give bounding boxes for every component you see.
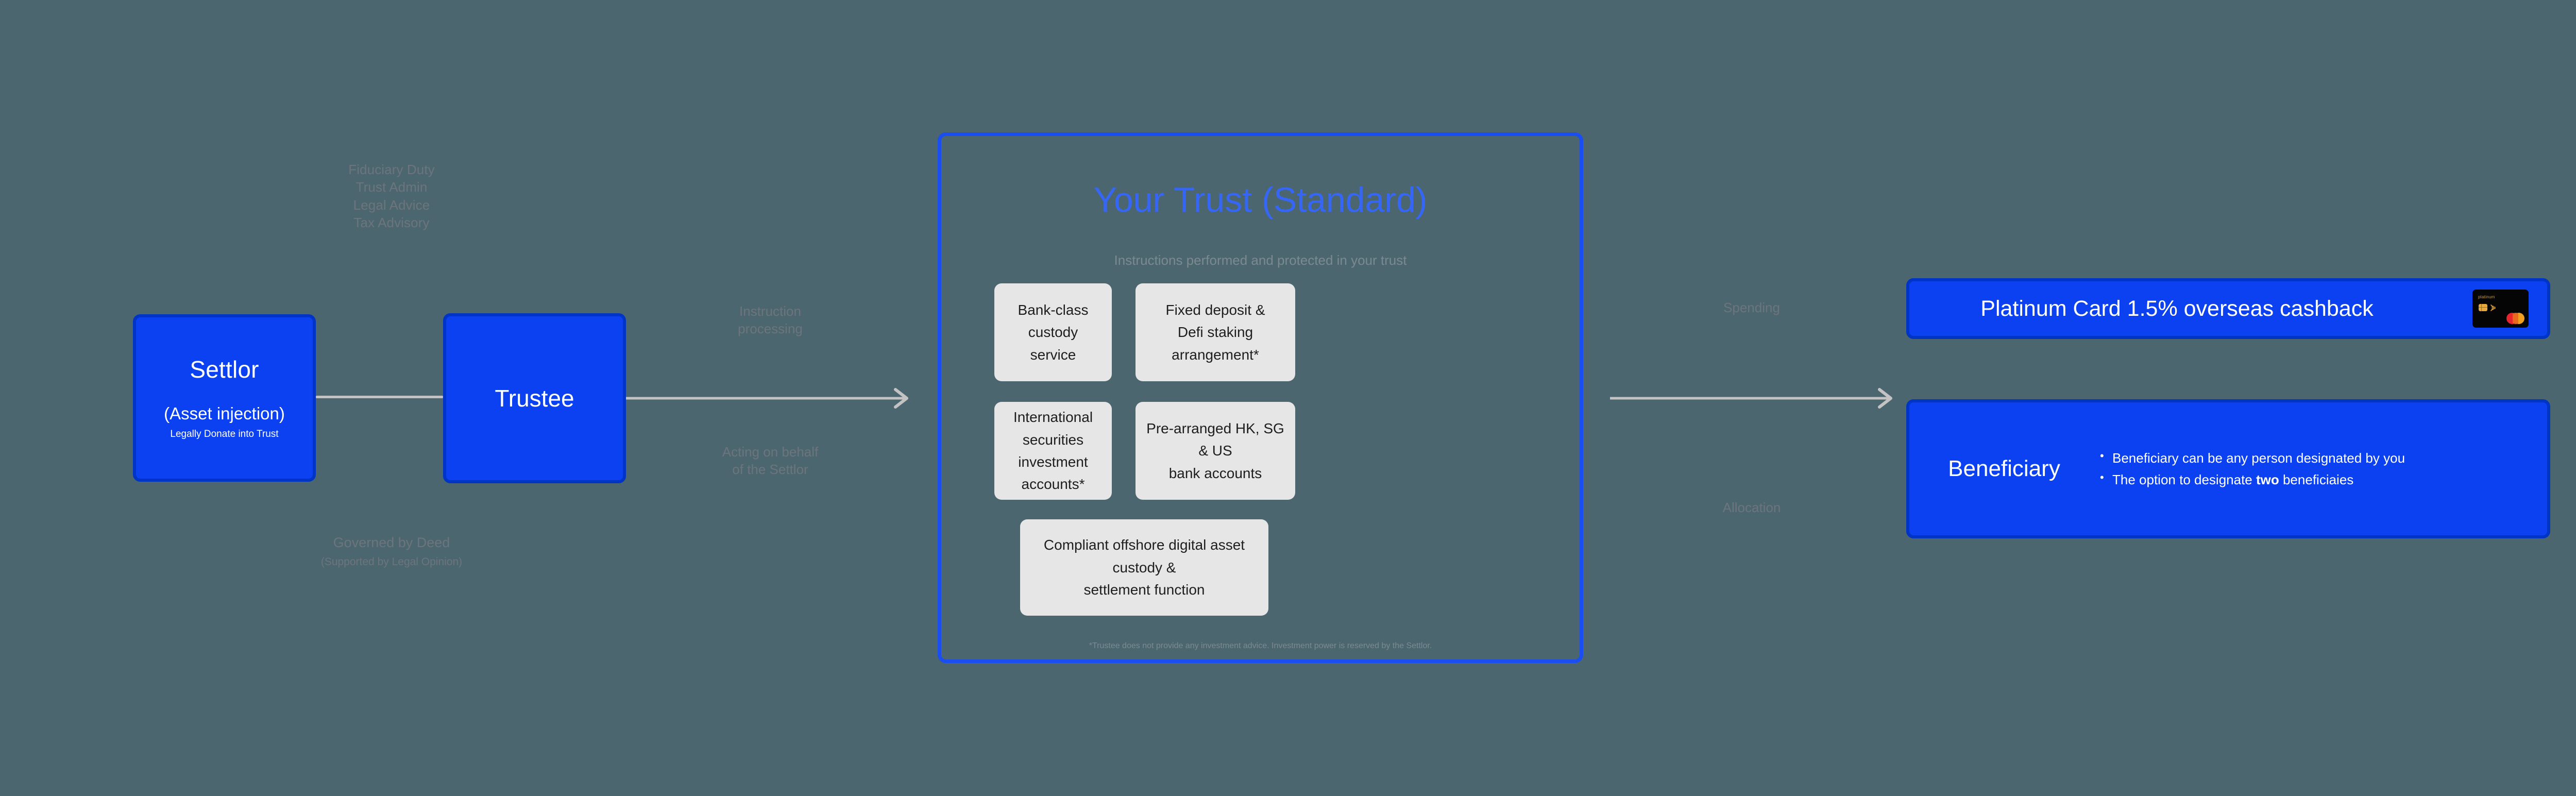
caption-fiduciary-duties: Fiduciary Duty Trust Admin Legal Advice … (348, 162, 435, 230)
trust-panel-footnote: *Trustee does not provide any investment… (1089, 641, 1432, 650)
caption-acting-on-behalf: Acting on behalf of the Settlor (722, 444, 819, 478)
list-item: The option to designate two beneficiaies (2099, 468, 2530, 490)
trustee-title: Trustee (495, 385, 574, 412)
caption-allocation: Allocation (1722, 500, 1781, 515)
service-card[interactable]: Compliant offshore digital asset custody… (1020, 519, 1268, 616)
settlor-node[interactable]: Settlor (Asset injection) Legally Donate… (133, 314, 316, 482)
beneficiary-title: Beneficiary (1948, 456, 2060, 481)
trustee-node[interactable]: Trustee (443, 313, 626, 483)
list-item: Beneficiary can be any person designated… (2099, 447, 2530, 469)
beneficiary-panel[interactable]: Beneficiary Beneficiary can be any perso… (1906, 399, 2550, 538)
connector-settlor-trustee (316, 396, 443, 398)
service-card[interactable]: Pre-arranged HK, SG & US bank accounts (1136, 402, 1295, 500)
trust-panel-subtitle: Instructions performed and protected in … (1114, 252, 1407, 268)
contactless-icon (2490, 303, 2497, 312)
arrow-trustee-to-trust (626, 387, 914, 409)
platinum-card-panel[interactable]: Platinum Card 1.5% overseas cashback pla… (1906, 278, 2550, 339)
caption-instruction-processing: Instruction processing (738, 303, 803, 337)
beneficiary-bullet2-bold: two (2256, 472, 2279, 487)
arrow-trust-to-beneficiary (1610, 387, 1899, 409)
service-card[interactable]: International securities investment acco… (994, 402, 1112, 500)
caption-governed-by-deed: Governed by Deed (Supported by Legal Opi… (289, 515, 495, 588)
mastercard-logo-icon (2506, 313, 2524, 324)
beneficiary-bullet-list: Beneficiary can be any person designated… (2081, 447, 2530, 490)
beneficiary-bullet2-prefix: The option to designate (2112, 472, 2256, 487)
credit-card-brand-label: platinum (2478, 295, 2495, 299)
settlor-title: Settlor (190, 355, 259, 383)
emv-chip-icon (2479, 304, 2487, 311)
settlor-subtitle: (Asset injection) (164, 403, 285, 423)
platinum-card-headline: Platinum Card 1.5% overseas cashback (1980, 296, 2374, 321)
service-card[interactable]: Fixed deposit & Defi staking arrangement… (1136, 283, 1295, 381)
caption-governed-main: Governed by Deed (333, 534, 450, 550)
caption-governed-sub: (Supported by Legal Opinion) (320, 556, 463, 568)
beneficiary-bullet2-suffix: beneficiaies (2279, 472, 2354, 487)
trust-panel-title: Your Trust (Standard) (1093, 180, 1428, 219)
caption-spending: Spending (1723, 300, 1780, 315)
trust-panel: Your Trust (Standard) Instructions perfo… (938, 132, 1583, 663)
credit-card-image: platinum (2472, 290, 2529, 328)
service-card[interactable]: Bank-class custody service (994, 283, 1112, 381)
settlor-note: Legally Donate into Trust (170, 428, 279, 439)
